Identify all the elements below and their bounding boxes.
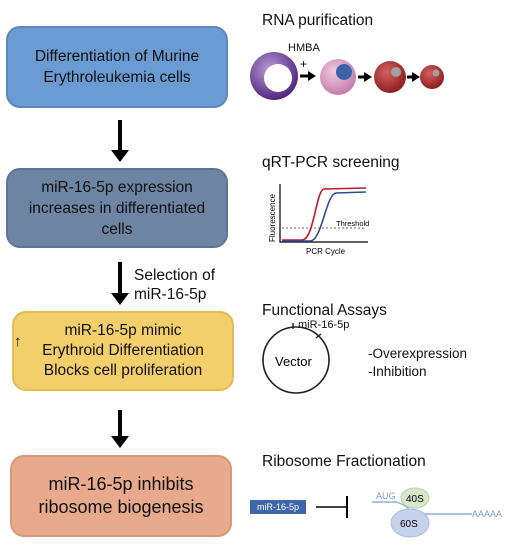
step-differentiation-box: Differentiation of Murine Erythroleukemi… [6,26,228,108]
rna-purification-title: RNA purification [262,12,374,29]
mirna-label-box: miR-16-5p [250,500,306,514]
intermediate-cell-icon [320,59,356,95]
insert-tick-right [315,333,322,339]
y-axis-label: Fluorescence [268,193,277,242]
step-1-line-1: Differentiation of Murine [34,48,200,65]
qpcr-amplification-plot: Fluorescence Threshold PCR Cycle [268,184,369,256]
ribosome-fractionation-title: Ribosome Fractionation [262,453,426,470]
selection-line-1: Selection of [134,267,215,284]
down-arrow-1 [111,120,129,162]
functional-assays-title: Functional Assays [262,302,387,319]
red-amplification-curve [282,187,367,241]
60s-label: 60S [400,519,418,530]
step-3-line-3: Blocks cell proliferation [43,362,203,379]
cell-differentiation-graphic: + [250,52,444,100]
step-2-line-3: cells [101,220,133,238]
step-3-line-2: Erythroid Differentiation [42,342,204,359]
selection-label: Selection of miR-16-5p [134,266,215,304]
40s-subunit-icon [400,487,430,509]
qpcr-screening-title: qRT-PCR screening [262,154,400,171]
step-mimic-box: miR-16-5p mimic Erythroid Differentiatio… [12,311,234,391]
hmba-label: HMBA [288,42,320,54]
assay-list: -Overexpression -Inhibition [368,345,467,381]
assay-item-overexpression: -Overexpression [368,346,468,361]
reticulocyte-icon [374,61,406,93]
down-arrow-3 [111,410,129,448]
plot-axes [279,184,368,243]
assay-item-inhibition: -Inhibition [368,364,427,379]
mirna-label: miR-16-5p [256,502,299,512]
blue-amplification-curve [282,191,367,242]
step-3-line-1: miR-16-5p mimic [64,322,182,339]
step-1-line-2: Erythroleukemia cells [43,69,191,86]
erythrocyte-icon [420,65,444,89]
ribosome-translation-graphic: AUG 60S 40S AAAAA [316,487,502,538]
polya-label: AAAAA [472,509,502,519]
vector-insert-label: miR-16-5p [298,319,350,331]
vector-circle [262,326,330,394]
step-2-line-2: increases in differentiated [28,199,206,217]
threshold-label: Threshold [336,219,369,228]
up-arrow-icon: ↑ [14,333,22,350]
down-arrow-2 [111,262,129,305]
selection-line-2: miR-16-5p [134,286,207,303]
vector-plasmid-diagram: Vector [262,323,330,394]
step-2-line-1: miR-16-5p expression [41,178,193,196]
step-4-line-2: ribosome biogenesis [38,497,204,517]
plus-sign: + [300,57,307,71]
step-expression-box: miR-16-5p expression increases in differ… [6,168,228,248]
step-4-line-1: miR-16-5p inhibits [48,474,194,494]
step-ribosome-box: miR-16-5p inhibits ribosome biogenesis [10,455,232,537]
x-axis-label: PCR Cycle [306,247,346,256]
progenitor-cell-icon [250,52,298,100]
40s-label: 40S [406,494,424,505]
vector-label: Vector [275,354,313,369]
aug-label: AUG [376,491,396,501]
60s-subunit-icon [390,508,430,538]
